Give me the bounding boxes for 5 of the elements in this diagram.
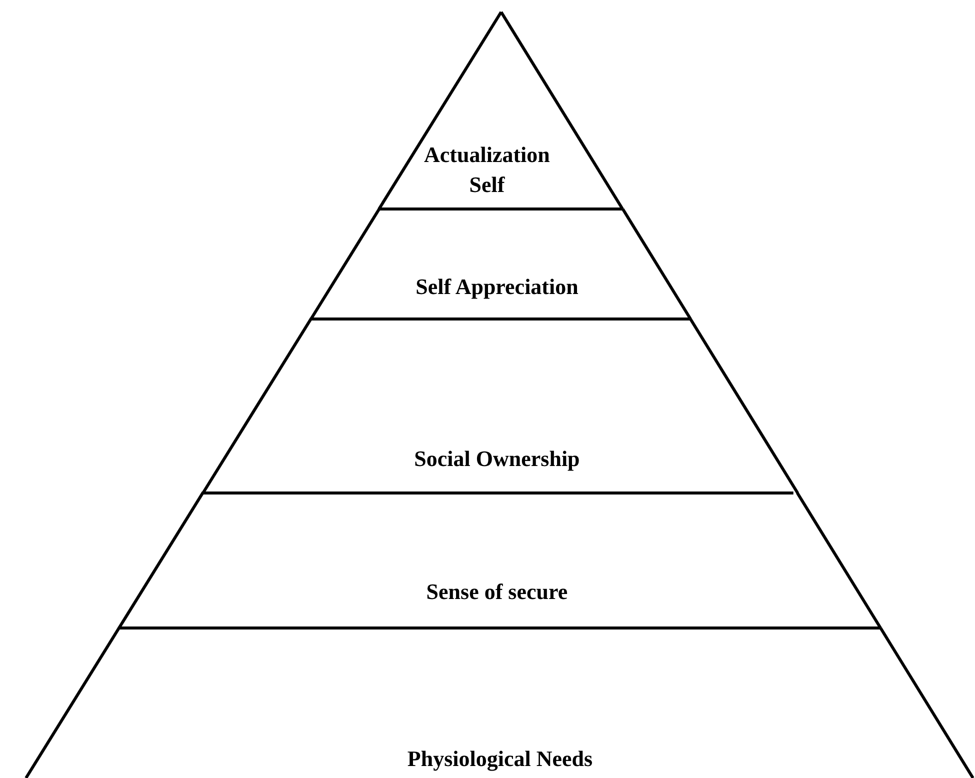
tier-label: Actualization Self	[423, 141, 551, 199]
tier-label: Sense of secure	[425, 578, 569, 606]
tier-label: Physiological Needs	[406, 745, 594, 773]
tier-label: Self Appreciation	[414, 273, 580, 301]
tier-label: Social Ownership	[413, 445, 581, 473]
